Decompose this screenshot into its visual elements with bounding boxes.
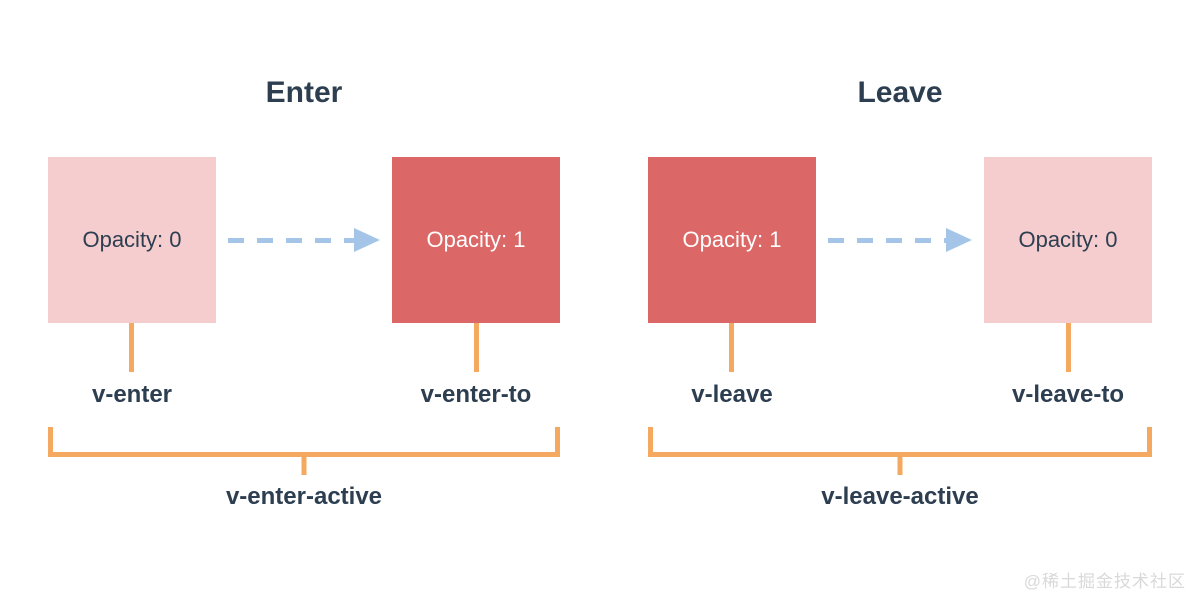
leave-active-bracket-stub [897, 456, 903, 475]
enter-end-box: Opacity: 1 [392, 157, 560, 323]
enter-start-label: v-enter [91, 381, 173, 408]
enter-end-connector-line [474, 323, 479, 372]
leave-end-box-text: Opacity: 0 [1018, 227, 1118, 252]
enter-active-bracket-stub [301, 456, 307, 475]
leave-active-bracket [648, 427, 1152, 457]
leave-section: Leave Opacity: 1 Opacity: 0 v-leave v-le… [648, 0, 1152, 600]
enter-transition-arrow [228, 228, 380, 252]
enter-active-bracket [48, 427, 560, 457]
enter-section: Enter Opacity: 0 Opacity: 1 v-enter v-en… [48, 0, 560, 600]
enter-start-connector-line [129, 323, 134, 372]
enter-title: Enter [265, 76, 343, 109]
enter-start-box: Opacity: 0 [48, 157, 216, 323]
leave-start-box-text: Opacity: 1 [682, 227, 782, 252]
enter-end-label: v-enter-to [420, 381, 532, 408]
leave-transition-arrow [828, 228, 972, 252]
leave-end-connector-line [1066, 323, 1071, 372]
leave-active-label: v-leave-active [821, 483, 979, 510]
leave-end-box: Opacity: 0 [984, 157, 1152, 323]
dashed-line [228, 237, 357, 243]
enter-start-box-text: Opacity: 0 [82, 227, 182, 252]
leave-end-label: v-leave-to [1011, 381, 1125, 408]
enter-end-box-text: Opacity: 1 [426, 227, 526, 252]
leave-start-box: Opacity: 1 [648, 157, 816, 323]
enter-active-label: v-enter-active [225, 483, 383, 510]
arrow-head-icon [946, 228, 972, 252]
arrow-head-icon [354, 228, 380, 252]
watermark: @稀土掘金技术社区 [1023, 572, 1186, 591]
leave-start-label: v-leave [691, 381, 773, 408]
dashed-line [828, 237, 949, 243]
leave-start-connector-line [729, 323, 734, 372]
leave-title: Leave [857, 76, 943, 109]
